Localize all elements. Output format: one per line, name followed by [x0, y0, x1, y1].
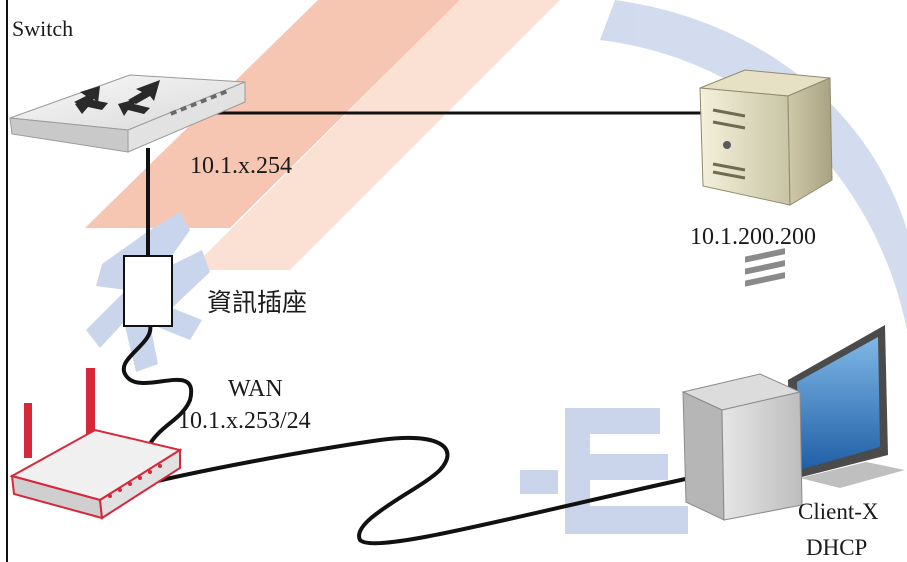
wall-outlet-icon: [123, 255, 173, 327]
switch-icon: [9, 74, 246, 153]
switch-ip-label: 10.1.x.254: [190, 153, 292, 179]
client-mode-label: DHCP: [806, 535, 868, 560]
wall-outlet-label: 資訊插座: [207, 290, 308, 317]
desktop-computer-icon: [681, 248, 905, 521]
server-icon: [699, 69, 833, 206]
cable-outlet-router: [121, 324, 194, 449]
server-ip-label: 10.1.200.200: [690, 224, 816, 250]
cable-router-client: [127, 435, 691, 546]
client-name-label: Client-X: [798, 499, 879, 524]
wan-ip-label: 10.1.x.253/24: [178, 408, 311, 434]
switch-label: Switch: [12, 16, 74, 41]
router-icon: [9, 368, 183, 520]
wan-label: WAN: [228, 376, 283, 402]
